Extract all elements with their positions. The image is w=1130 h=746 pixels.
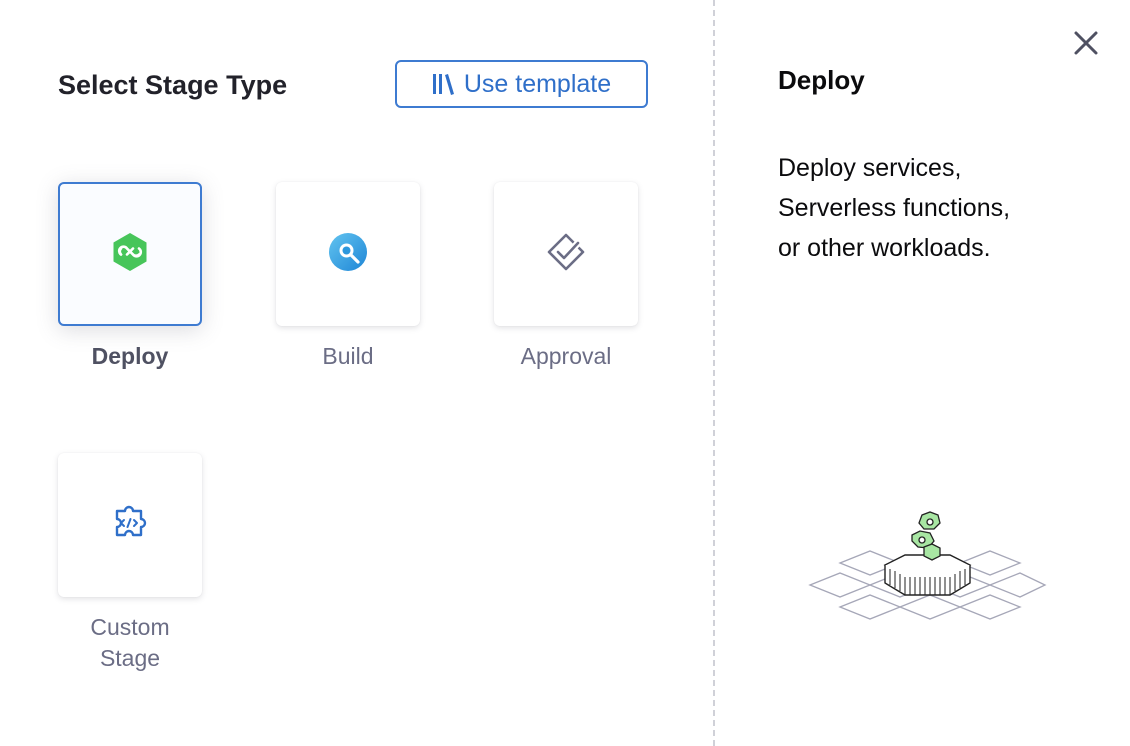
use-template-label: Use template [463,69,612,98]
stage-label-deploy: Deploy [91,343,169,369]
stage-detail-title: Deploy [778,65,865,95]
stage-selection-pane: Select Stage Type Use template [58,60,648,671]
stage-card-custom[interactable] [58,453,202,597]
build-icon [327,231,369,278]
close-icon [1072,29,1100,62]
stage-card-build[interactable] [276,182,420,326]
stage-label-approval: Approval [520,343,612,369]
dialog-title: Select Stage Type [58,70,288,100]
stage-detail-description: Deploy services, Serverless functions, o… [778,154,1011,262]
stage-label-build: Build [322,343,374,369]
stage-card-deploy[interactable] [58,182,202,326]
approval-icon [545,231,587,278]
custom-stage-icon [110,505,150,546]
use-template-button[interactable]: Use template [395,60,648,108]
close-button[interactable] [1069,28,1103,62]
stage-card-approval[interactable] [494,182,638,326]
deploy-icon [109,231,151,278]
deploy-illustration [800,505,1050,635]
stage-label-custom: Custom Stage [90,614,170,671]
pane-divider [713,0,715,746]
template-library-icon [432,72,454,96]
